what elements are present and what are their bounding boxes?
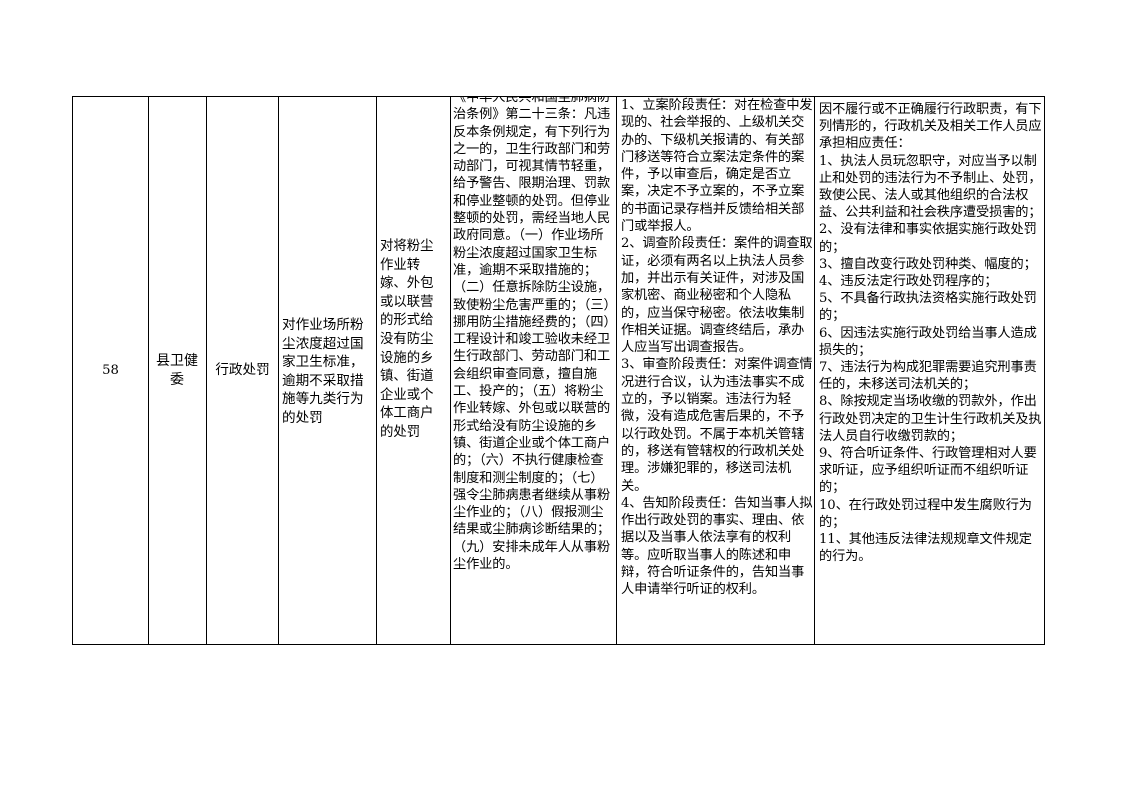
legal-basis-cell: 《中华人民共和国尘肺病防治条例》第二十三条：凡违反本条例规定，有下列行为之一的，… <box>453 97 616 645</box>
col-divider-2 <box>206 96 207 645</box>
col-divider-8 <box>1044 96 1045 645</box>
col-divider-3 <box>278 96 279 645</box>
item-name-cell: 对作业场所粉尘浓度超过国家卫生标准，逾期不采取措施等九类行为的处罚 <box>282 316 372 428</box>
col-divider-5 <box>450 96 451 645</box>
accountability: 因不履行或不正确履行行政职责，有下列情形的，行政机关及相关工作人员应承担相应责任… <box>819 102 1042 565</box>
table-border-bottom <box>72 644 1045 645</box>
row-index: 58 <box>102 362 119 378</box>
col-divider-7 <box>814 96 815 645</box>
department-cell: 县卫健委 <box>152 97 202 644</box>
responsibility-cell: 1、立案阶段责任：对在检查中发现的、社会举报的、上级机关交办的、下级机关报请的、… <box>621 97 813 645</box>
col-divider-1 <box>148 96 149 645</box>
table-border-top <box>72 96 1045 97</box>
responsibility: 1、立案阶段责任：对在检查中发现的、社会举报的、上级机关交办的、下级机关报请的、… <box>621 98 813 598</box>
col-divider-0 <box>72 96 73 645</box>
department: 县卫健委 <box>156 352 198 388</box>
item-name: 对作业场所粉尘浓度超过国家卫生标准，逾期不采取措施等九类行为的处罚 <box>282 317 364 426</box>
sub-item-cell: 对将粉尘作业转嫁、外包或以联营的形式给没有防尘设施的乡镇、街道企业或个体工商户的… <box>380 238 442 443</box>
power-type: 行政处罚 <box>215 361 270 378</box>
power-type-cell: 行政处罚 <box>207 97 278 644</box>
sub-item: 对将粉尘作业转嫁、外包或以联营的形式给没有防尘设施的乡镇、街道企业或个体工商户的… <box>380 239 434 440</box>
col-divider-4 <box>376 96 377 645</box>
legal-basis: 《中华人民共和国尘肺病防治条例》第二十三条：凡违反本条例规定，有下列行为之一的，… <box>453 97 611 573</box>
row-index-cell: 58 <box>73 97 148 644</box>
accountability-cell: 因不履行或不正确履行行政职责，有下列情形的，行政机关及相关工作人员应承担相应责任… <box>819 101 1043 649</box>
col-divider-6 <box>616 96 617 645</box>
